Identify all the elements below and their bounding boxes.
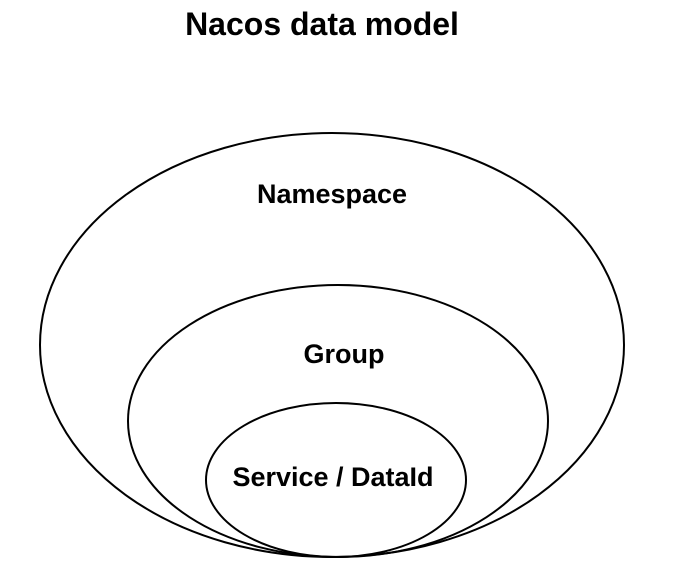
namespace-label: Namespace — [256, 179, 408, 209]
diagram-title: Nacos data model — [185, 6, 459, 42]
group-ellipse — [127, 284, 549, 558]
service-dataid-ellipse — [205, 402, 467, 558]
service-dataid-label: Service / DataId — [232, 462, 434, 492]
group-label: Group — [303, 339, 385, 369]
